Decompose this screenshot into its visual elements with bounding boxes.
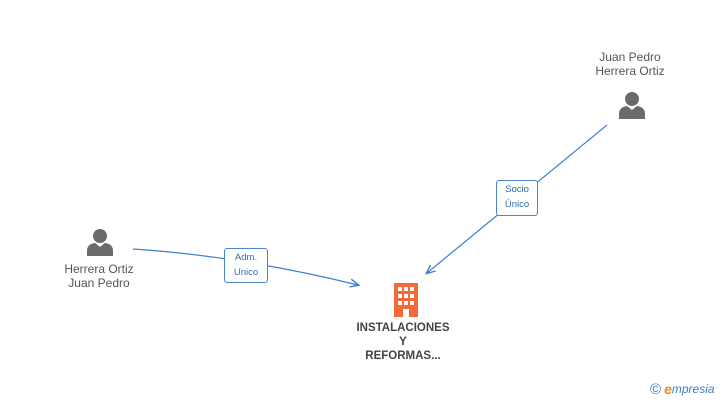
- person-icon[interactable]: [85, 227, 115, 257]
- edge-adm-line2: Unico: [233, 267, 259, 278]
- edge-socio-line1: Socio: [505, 184, 529, 195]
- company-name-line3: REFORMAS...: [365, 350, 441, 362]
- person-top-right-label[interactable]: Juan Pedro Herrera Ortiz: [570, 50, 690, 78]
- person-top-right-name-line2: Herrera Ortiz: [595, 64, 665, 78]
- company-name-line2: Y: [399, 336, 407, 348]
- empresia-watermark: © e mpresia: [650, 380, 715, 398]
- edge-label-adm[interactable]: Adm. Unico: [224, 248, 268, 283]
- brand-rest: mpresia: [671, 382, 715, 396]
- person-left-name-line2: Juan Pedro: [68, 276, 130, 290]
- copyright-icon: ©: [650, 380, 662, 398]
- edge-socio-line2: Único: [504, 199, 530, 210]
- person-icon[interactable]: [617, 90, 647, 120]
- edge-adm-line1: Adm.: [234, 252, 258, 263]
- building-icon[interactable]: [391, 283, 421, 317]
- person-left-name-line1: Herrera Ortiz: [64, 262, 134, 276]
- person-top-right-name-line1: Juan Pedro: [599, 50, 661, 64]
- edge-label-socio[interactable]: Socio Único: [496, 180, 538, 216]
- brand-initial: e: [664, 381, 672, 397]
- company-name-line1: INSTALACIONES: [356, 322, 450, 334]
- company-label[interactable]: INSTALACIONES Y REFORMAS...: [333, 321, 473, 363]
- person-left-label[interactable]: Herrera Ortiz Juan Pedro: [39, 262, 159, 290]
